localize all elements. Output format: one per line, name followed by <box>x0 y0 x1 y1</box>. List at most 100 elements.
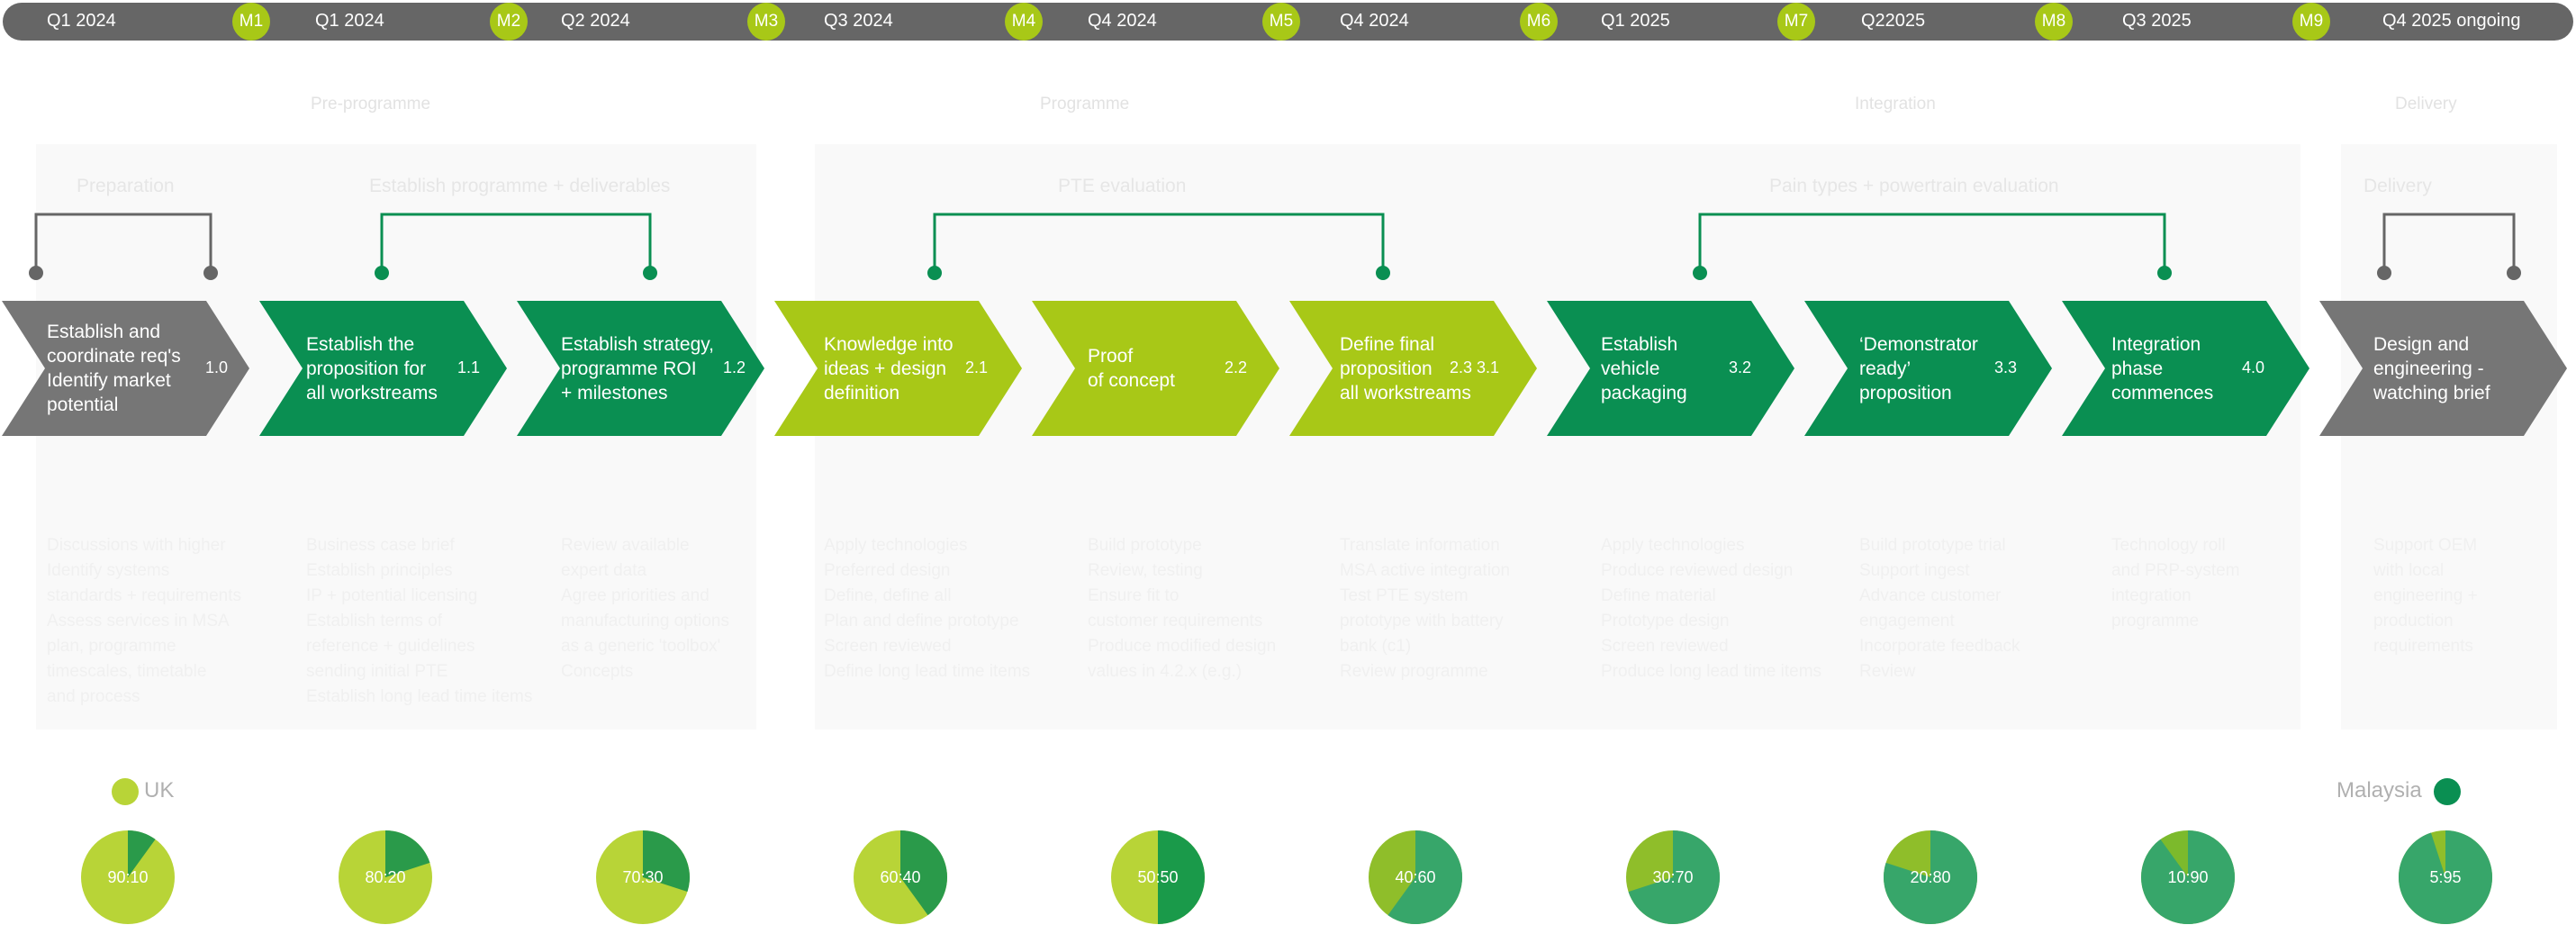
task-item: prototype with battery <box>1340 612 1504 630</box>
step-line: vehicle <box>1601 358 1660 379</box>
step-line: Establish and <box>47 322 161 342</box>
timeline-period-1: Q1 2024 <box>47 11 116 31</box>
pie-slice-malaysia-1 <box>128 830 156 877</box>
task-item: Establish terms of <box>306 612 442 630</box>
task-item: Screen reviewed <box>1601 637 1729 656</box>
phase-label-delivery: Delivery <box>2364 176 2432 196</box>
step-line: proposition <box>1340 358 1433 379</box>
pie-ratio-label-7: 30:70 <box>1652 868 1693 886</box>
task-item: Build prototype trial <box>1859 536 2006 555</box>
milestone-marker-9: M9 <box>2292 3 2330 41</box>
step-line: Establish strategy, <box>561 333 715 355</box>
task-item: Review programme <box>1340 662 1488 681</box>
task-item: Support ingest <box>1859 561 1970 580</box>
phase-background-2 <box>815 144 2300 730</box>
task-item: MSA active integration <box>1340 561 1511 580</box>
task-item: as a generic 'toolbox' <box>561 637 721 656</box>
task-item: with local <box>2373 561 2445 580</box>
task-item: integration <box>2111 586 2192 605</box>
step-line: programme ROI <box>561 358 697 379</box>
milestone-marker-3: M3 <box>747 3 785 41</box>
task-item: Agree priorities and <box>561 586 710 605</box>
task-item: timescales, timetable <box>47 662 207 681</box>
milestone-marker-5: M5 <box>1262 3 1300 41</box>
step-number-5: 2.2 <box>1225 358 1248 376</box>
task-item: values in 4.2.x (e.g.) <box>1088 662 1243 681</box>
step-line: of concept <box>1088 370 1175 391</box>
task-item: customer requirements <box>1088 612 1263 630</box>
task-item: Produce long lead time items <box>1601 662 1822 681</box>
task-item: Establish principles <box>306 561 453 580</box>
task-item: Technology roll <box>2111 536 2226 555</box>
malaysia-legend-dot <box>2434 778 2461 805</box>
step-chevron-3 <box>517 301 764 436</box>
timeline-period-2: Q1 2024 <box>315 11 384 31</box>
step-chevron-9 <box>2062 301 2309 436</box>
milestone-marker-6: M6 <box>1520 3 1558 41</box>
task-item: Review <box>1859 662 1916 681</box>
timeline-period-4: Q3 2024 <box>824 11 893 31</box>
phase-label-establish: Establish programme + deliverables <box>369 176 671 196</box>
step-number-1: 1.0 <box>205 358 229 376</box>
task-item: Build prototype <box>1088 536 1202 555</box>
pie-slice-malaysia-7 <box>1628 830 1721 925</box>
step-chevron-8 <box>1804 301 2052 436</box>
timeline-period-10: Q4 2025 ongoing <box>2382 11 2521 31</box>
task-item: Screen reviewed <box>824 637 952 656</box>
step-line: ‘Demonstrator <box>1859 333 1978 355</box>
task-item: Identify systems <box>47 561 170 580</box>
pie-ratio-label-6: 40:60 <box>1395 868 1435 886</box>
header-ghost-4: Delivery <box>2395 95 2457 113</box>
task-item: Establish long lead time items <box>306 687 533 706</box>
step-chevron-2 <box>259 301 507 436</box>
task-item: sending initial PTE <box>306 662 448 681</box>
step-line: proposition for <box>306 358 427 379</box>
task-item: expert data <box>561 561 647 580</box>
step-line: ideas + design <box>824 358 947 379</box>
task-item: Apply technologies <box>824 536 968 555</box>
step-number-2: 1.1 <box>457 358 481 376</box>
timeline-period-9: Q3 2025 <box>2122 11 2192 31</box>
bracket-dot-right-3 <box>1376 266 1390 280</box>
task-item: Assess services in MSA <box>47 612 230 630</box>
step-line: all workstreams <box>306 382 438 404</box>
step-line: proposition <box>1859 382 1952 404</box>
pie-slice-malaysia-8 <box>1884 830 1977 924</box>
step-line: engineering - <box>2373 358 2484 379</box>
phase-bracket-2 <box>380 213 652 273</box>
pie-slice-malaysia-3 <box>643 830 690 893</box>
pie-ratio-label-5: 50:50 <box>1137 868 1178 886</box>
step-line: watching brief <box>2373 382 2490 404</box>
pie-slice-malaysia-10 <box>2399 830 2493 925</box>
step-line: phase <box>2111 358 2164 379</box>
phase-label-preparation: Preparation <box>77 176 175 196</box>
milestone-marker-7: M7 <box>1777 3 1815 41</box>
task-item: Produce modified design <box>1088 637 1277 656</box>
step-line: Integration <box>2111 333 2201 355</box>
pie-ratio-label-9: 10:90 <box>2167 868 2208 886</box>
step-line: Proof <box>1088 346 1134 367</box>
timeline-period-7: Q1 2025 <box>1601 11 1670 31</box>
step-number-9: 4.0 <box>2242 358 2265 376</box>
task-item: Ensure fit to <box>1088 586 1180 605</box>
header-ghost-1: Pre-programme <box>311 95 431 113</box>
task-item: requirements <box>2373 637 2473 656</box>
task-item: Concepts <box>561 662 634 681</box>
step-line: + milestones <box>561 382 668 404</box>
task-item: engineering + <box>2373 586 2478 605</box>
task-item: and PRP-system <box>2111 561 2240 580</box>
bracket-dot-left-3 <box>927 266 942 280</box>
task-item: Advance customer <box>1859 586 2002 605</box>
